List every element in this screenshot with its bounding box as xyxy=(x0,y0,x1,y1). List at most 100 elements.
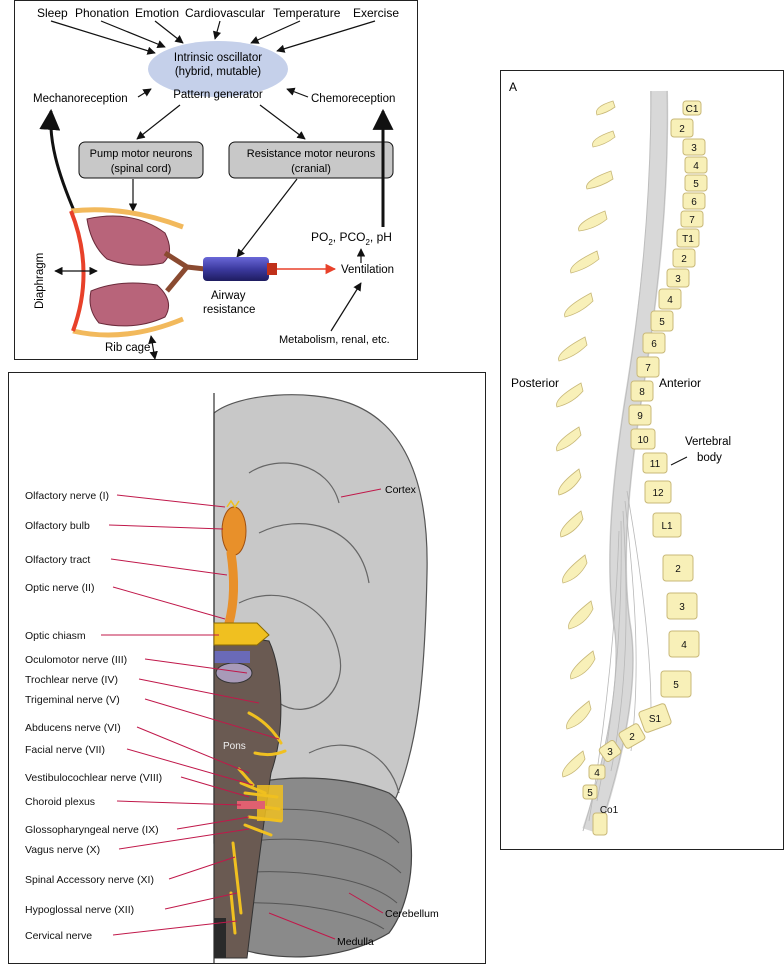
pattern-generator-label: Pattern generator xyxy=(173,89,263,101)
choroid-plexus xyxy=(237,801,265,809)
cerebellum xyxy=(218,777,412,958)
olfactory-bulb xyxy=(221,506,247,556)
svg-text:2: 2 xyxy=(675,564,681,575)
svg-text:5: 5 xyxy=(673,680,679,691)
vertebra-t8: 8 xyxy=(630,380,654,402)
input-temperature: Temperature xyxy=(273,6,341,20)
svg-text:2: 2 xyxy=(679,124,685,135)
svg-text:5: 5 xyxy=(587,788,593,799)
label-medulla: Medulla xyxy=(337,936,374,948)
oscillator-ellipse xyxy=(148,41,288,97)
input-phonation: Phonation xyxy=(75,6,129,20)
anterior-label: Anterior xyxy=(659,376,701,390)
respiratory-diagram: Sleep Phonation Emotion Cardiovascular T… xyxy=(33,6,399,360)
label-trochlear-nerve: Trochlear nerve (IV) xyxy=(25,674,118,686)
pump-motor-box xyxy=(78,141,204,179)
svg-text:Co1: Co1 xyxy=(600,805,619,816)
label-hypoglossal-nerve: Hypoglossal nerve (XII) xyxy=(25,904,134,916)
svg-text:6: 6 xyxy=(651,339,657,350)
label-choroid-plexus: Choroid plexus xyxy=(25,796,95,808)
cranial-nerve-labels: Olfactory nerve (I) Olfactory bulb Olfac… xyxy=(25,490,162,942)
olfactory-tract xyxy=(224,548,239,628)
svg-text:2: 2 xyxy=(629,732,635,743)
vertebra-l4: 4 xyxy=(668,630,700,658)
spinal-cord-cut xyxy=(214,918,226,958)
label-vestibulocochlear-nerve: Vestibulocochlear nerve (VIII) xyxy=(25,772,162,784)
label-cerebellum: Cerebellum xyxy=(385,908,439,920)
vertebra-t10: 10 xyxy=(630,428,656,450)
spinal-column-diagram: A Posterior Anterior Vertebral body xyxy=(509,80,731,836)
vertebra-c2: 2 xyxy=(670,118,694,138)
svg-text:10: 10 xyxy=(637,435,649,446)
brainstem xyxy=(213,632,282,959)
svg-text:2: 2 xyxy=(681,254,687,265)
label-vagus-nerve: Vagus nerve (X) xyxy=(25,844,100,856)
cranial-nerves-panel: Olfactory nerve (I) Olfactory bulb Olfac… xyxy=(8,372,486,964)
airway-sublabel: resistance xyxy=(203,304,255,316)
vertebra-c5: 5 xyxy=(684,174,708,192)
label-leader-lines xyxy=(101,488,384,940)
upper-lung xyxy=(86,215,170,266)
svg-text:12: 12 xyxy=(652,488,664,499)
pump-motor-label: Pump motor neurons xyxy=(90,148,193,160)
vertebra-t2: 2 xyxy=(672,248,696,268)
vertebra-t5: 5 xyxy=(650,310,674,332)
svg-text:4: 4 xyxy=(681,640,687,651)
vertebra-l3: 3 xyxy=(666,592,698,620)
airway-label: Airway xyxy=(211,290,246,302)
vertebra-co1: Co1 xyxy=(592,805,619,836)
svg-text:3: 3 xyxy=(607,747,613,758)
svg-text:L1: L1 xyxy=(661,521,673,532)
resistance-motor-box xyxy=(228,141,394,179)
cortex-sulci xyxy=(238,462,400,794)
input-emotion: Emotion xyxy=(135,6,179,20)
vertebra-c6: 6 xyxy=(682,192,706,210)
input-sleep: Sleep xyxy=(37,6,68,20)
svg-text:11: 11 xyxy=(650,459,661,470)
label-abducens-nerve: Abducens nerve (VI) xyxy=(25,722,121,734)
hypothalamus-region xyxy=(214,651,250,663)
vertebra-s5: 5 xyxy=(582,784,598,800)
svg-text:4: 4 xyxy=(693,161,699,172)
label-olfactory-nerve: Olfactory nerve (I) xyxy=(25,490,109,502)
svg-text:4: 4 xyxy=(594,768,600,779)
input-cardiovascular: Cardiovascular xyxy=(185,6,265,20)
spinous-processes xyxy=(556,100,616,778)
metabolism-label: Metabolism, renal, etc. xyxy=(279,334,390,346)
label-spinal-accessory-nerve: Spinal Accessory nerve (XI) xyxy=(25,874,154,886)
svg-text:T1: T1 xyxy=(682,234,694,245)
vertebra-l1: L1 xyxy=(652,512,682,538)
resistance-motor-sublabel: (cranial) xyxy=(291,163,331,175)
label-optic-nerve: Optic nerve (II) xyxy=(25,582,94,594)
svg-text:3: 3 xyxy=(691,143,697,154)
vertebra-s1: S1 xyxy=(638,703,672,733)
vertebral-bodies: C1 2 3 4 5 6 7 T1 2 3 4 5 6 7 8 9 10 11 … xyxy=(582,100,708,836)
vertebra-s4: 4 xyxy=(588,764,606,780)
mechanoreception-label: Mechanoreception xyxy=(33,93,128,105)
lower-lung xyxy=(89,282,170,327)
blood-gases-label: PO2, PCO2, pH xyxy=(311,230,392,247)
svg-text:6: 6 xyxy=(691,197,697,208)
vertebral-body-label: Vertebral xyxy=(685,436,731,448)
airway-cylinder xyxy=(203,257,269,281)
vertebra-t4: 4 xyxy=(658,288,682,310)
vertebra-t1: T1 xyxy=(676,228,700,248)
ventilation-label: Ventilation xyxy=(341,264,394,276)
label-oculomotor-nerve: Oculomotor nerve (III) xyxy=(25,654,127,666)
label-cervical-nerve: Cervical nerve xyxy=(25,930,92,942)
vertebra-t12: 12 xyxy=(644,480,672,504)
label-olfactory-bulb: Olfactory bulb xyxy=(25,520,90,532)
oscillator-title: Intrinsic oscillator xyxy=(174,52,262,64)
spinal-column-panel: A Posterior Anterior Vertebral body xyxy=(500,70,784,850)
label-facial-nerve: Facial nerve (VII) xyxy=(25,744,105,756)
rib-cage-label: Rib cage xyxy=(105,342,150,354)
svg-text:S1: S1 xyxy=(649,714,662,725)
rib-cage-bottom xyxy=(72,316,184,338)
vertebra-c7: 7 xyxy=(680,210,704,228)
label-cortex: Cortex xyxy=(385,484,417,496)
vertebra-t3: 3 xyxy=(666,268,690,288)
vertebra-t9: 9 xyxy=(628,404,652,426)
chemoreception-label: Chemoreception xyxy=(311,93,395,105)
panel-letter-a: A xyxy=(509,80,517,94)
respiratory-control-panel: Sleep Phonation Emotion Cardiovascular T… xyxy=(14,0,418,360)
